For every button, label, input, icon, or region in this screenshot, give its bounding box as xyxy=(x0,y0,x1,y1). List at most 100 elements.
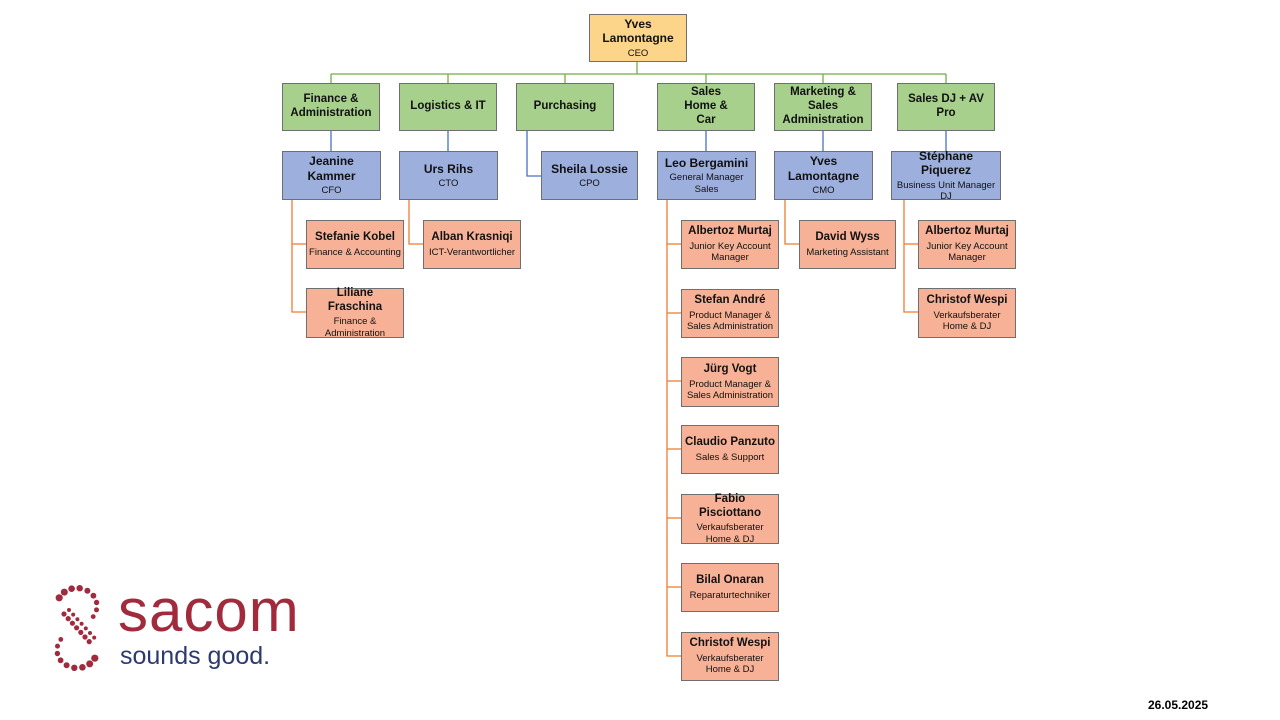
staff-name: Albertoz Murtaj xyxy=(925,225,1009,238)
logo-dot xyxy=(83,626,88,631)
logo-slogan: sounds good. xyxy=(120,642,271,670)
logo-dot xyxy=(57,657,64,664)
dept-label: Sales Home & Car xyxy=(684,86,728,126)
head-marketing: Yves Lamontagne CMO xyxy=(774,151,873,200)
logo-dot xyxy=(74,625,80,631)
dept-purchasing: Purchasing xyxy=(516,83,614,131)
head-logistics: Urs Rihs CTO xyxy=(399,151,498,200)
dept-marketing: Marketing & Sales Administration xyxy=(774,83,872,131)
dept-sales-home-car: Sales Home & Car xyxy=(657,83,755,131)
staff-card: Stefanie Kobel Finance & Accounting xyxy=(306,220,404,269)
logo-dot xyxy=(55,643,60,649)
logo-dot xyxy=(92,635,97,640)
dept-label: Finance & Administration xyxy=(290,93,372,119)
logo-dot xyxy=(71,664,78,671)
staff-title: Marketing Assistant xyxy=(806,246,889,258)
staff-title: Product Manager & Sales Administration xyxy=(686,310,774,333)
logo-dot xyxy=(55,594,63,602)
staff-title: Product Manager & Sales Administration xyxy=(686,378,774,401)
logo-wordmark: sacom xyxy=(118,577,300,644)
sacom-logo: sacom sounds good. xyxy=(52,577,362,674)
logo-dot xyxy=(61,611,67,617)
logo-dot xyxy=(71,612,76,617)
head-name: Yves Lamontagne xyxy=(787,154,860,183)
head-title: CFO xyxy=(321,185,342,197)
staff-name: Alban Krasniqi xyxy=(431,230,513,243)
dept-label: Sales DJ + AV Pro xyxy=(908,93,984,119)
staff-name: Liliane Fraschina xyxy=(327,286,383,313)
logo-dot xyxy=(93,599,100,606)
staff-name: Jürg Vogt xyxy=(703,362,757,375)
head-title: CTO xyxy=(438,178,459,189)
date-label: 26.05.2025 xyxy=(1148,698,1209,712)
staff-card: Alban Krasniqi ICT-Verantwortlicher xyxy=(423,220,521,269)
staff-card: Fabio Pisciottano Verkaufsberater Home &… xyxy=(681,492,779,545)
head-name: Sheila Lossie xyxy=(551,161,628,176)
staff-title: ICT-Verantwortlicher xyxy=(428,246,516,258)
head-title: General Manager Sales xyxy=(669,172,744,195)
staff-card: Jürg Vogt Product Manager & Sales Admini… xyxy=(681,357,779,407)
dept-logistics: Logistics & IT xyxy=(399,83,497,131)
logo-dot xyxy=(78,629,84,635)
head-sales-dj: Stéphane Piquerez Business Unit Manager … xyxy=(891,148,1001,202)
ceo-box: Yves Lamontagne CEO xyxy=(589,14,687,62)
logo-dot xyxy=(84,587,91,594)
logo-dot xyxy=(65,616,71,622)
staff-card: Bilal Onaran Reparaturtechniker xyxy=(681,563,779,612)
staff-title: Sales & Support xyxy=(695,451,765,463)
staff-name: Christof Wespi xyxy=(689,637,771,650)
staff-card: Stefan André Product Manager & Sales Adm… xyxy=(681,289,779,338)
staff-title: Finance & Accounting xyxy=(309,246,401,258)
logo-dot xyxy=(69,620,75,626)
staff-name: Stefanie Kobel xyxy=(315,230,395,243)
logo-dot xyxy=(79,621,84,626)
logo-dot xyxy=(94,607,99,613)
staff-name: Fabio Pisciottano xyxy=(699,492,761,519)
head-title: CMO xyxy=(812,185,835,197)
staff-title: Verkaufsberater Home & DJ xyxy=(933,309,1001,332)
dept-sales-dj: Sales DJ + AV Pro xyxy=(897,83,995,131)
logo-dot xyxy=(76,585,83,592)
head-finance: Jeanine Kammer CFO xyxy=(282,151,381,200)
staff-name: Christof Wespi xyxy=(926,293,1008,306)
logo-dot xyxy=(58,637,64,642)
staff-card: Christof Wespi Verkaufsberater Home & DJ xyxy=(681,632,779,681)
logo-dot xyxy=(60,588,68,596)
staff-name: Stefan André xyxy=(694,294,766,307)
head-title: Business Unit Manager DJ xyxy=(896,179,996,202)
head-purchasing: Sheila Lossie CPO xyxy=(541,151,638,200)
ceo-title: CEO xyxy=(627,47,649,59)
head-name: Leo Bergamini xyxy=(664,155,749,170)
logo-dot xyxy=(90,592,97,599)
logo-dot xyxy=(90,614,96,619)
logo-dot xyxy=(79,664,86,671)
staff-card: Claudio Panzuto Sales & Support xyxy=(681,425,779,474)
staff-name: Albertoz Murtaj xyxy=(688,225,772,238)
head-name: Urs Rihs xyxy=(423,161,474,176)
sacom-dots-logo-icon xyxy=(54,585,100,671)
staff-card: Liliane Fraschina Finance & Administrati… xyxy=(306,286,404,339)
head-name: Stéphane Piquerez xyxy=(918,148,973,178)
staff-name: Claudio Panzuto xyxy=(684,435,776,448)
logo-dot xyxy=(75,617,80,622)
logo-dot xyxy=(67,608,71,612)
staff-title: Junior Key Account Manager xyxy=(926,241,1008,264)
staff-card: Christof Wespi Verkaufsberater Home & DJ xyxy=(918,288,1016,338)
staff-title: Verkaufsberater Home & DJ xyxy=(696,522,764,545)
staff-title: Junior Key Account Manager xyxy=(689,241,771,264)
logo-dot xyxy=(68,585,75,592)
staff-title: Finance & Administration xyxy=(324,316,386,339)
logo-dot xyxy=(54,650,61,657)
staff-card: David Wyss Marketing Assistant xyxy=(799,220,896,269)
staff-title: Reparaturtechniker xyxy=(689,589,771,601)
staff-title: Verkaufsberater Home & DJ xyxy=(696,653,764,676)
logo-dot xyxy=(82,634,88,640)
dept-label: Logistics & IT xyxy=(410,100,486,113)
head-sales-home-car: Leo Bergamini General Manager Sales xyxy=(657,151,756,200)
logo-dot xyxy=(63,662,70,669)
staff-name: Bilal Onaran xyxy=(696,573,764,586)
head-name: Jeanine Kammer xyxy=(307,154,356,183)
staff-card: Albertoz Murtaj Junior Key Account Manag… xyxy=(918,220,1016,269)
staff-name: David Wyss xyxy=(815,230,880,243)
ceo-name: Yves Lamontagne xyxy=(602,16,674,46)
